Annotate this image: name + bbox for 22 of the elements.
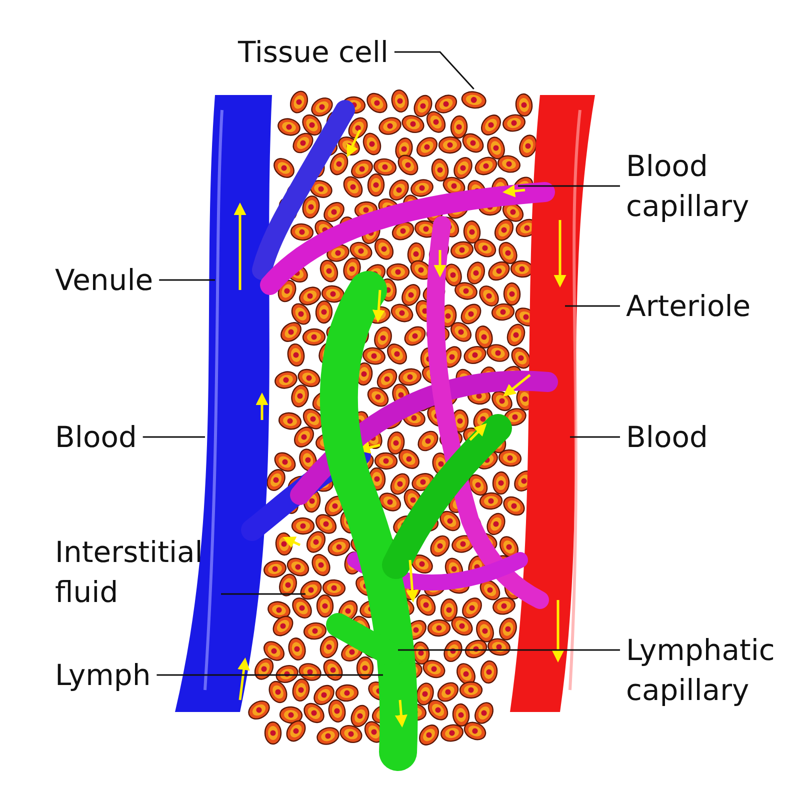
leader-line [156,674,383,676]
leader-line [221,593,306,595]
lymphatic-capillary-drawing [320,271,512,771]
leader-line [394,51,474,90]
arteriole-drawing [510,95,595,712]
leader-line [159,279,215,281]
part-label: Blood [626,417,708,457]
part-label: Venule [55,260,154,300]
part-label: Lymph [55,655,151,695]
part-label: Arteriole [626,286,751,326]
part-label: Blood [55,417,137,457]
tissue-cell-drawing [461,91,486,109]
capillary-drawing [260,129,558,609]
leader-line [570,436,620,438]
leader-line [518,185,620,187]
leader-line [142,436,205,438]
leader-line [398,649,620,651]
part-label: Blood capillary [626,146,776,226]
part-label: Tissue cell [238,32,388,72]
leader-line [565,305,620,307]
part-label: Interstitial fluid [55,532,215,612]
part-label: Lymphatic capillary [626,630,786,710]
